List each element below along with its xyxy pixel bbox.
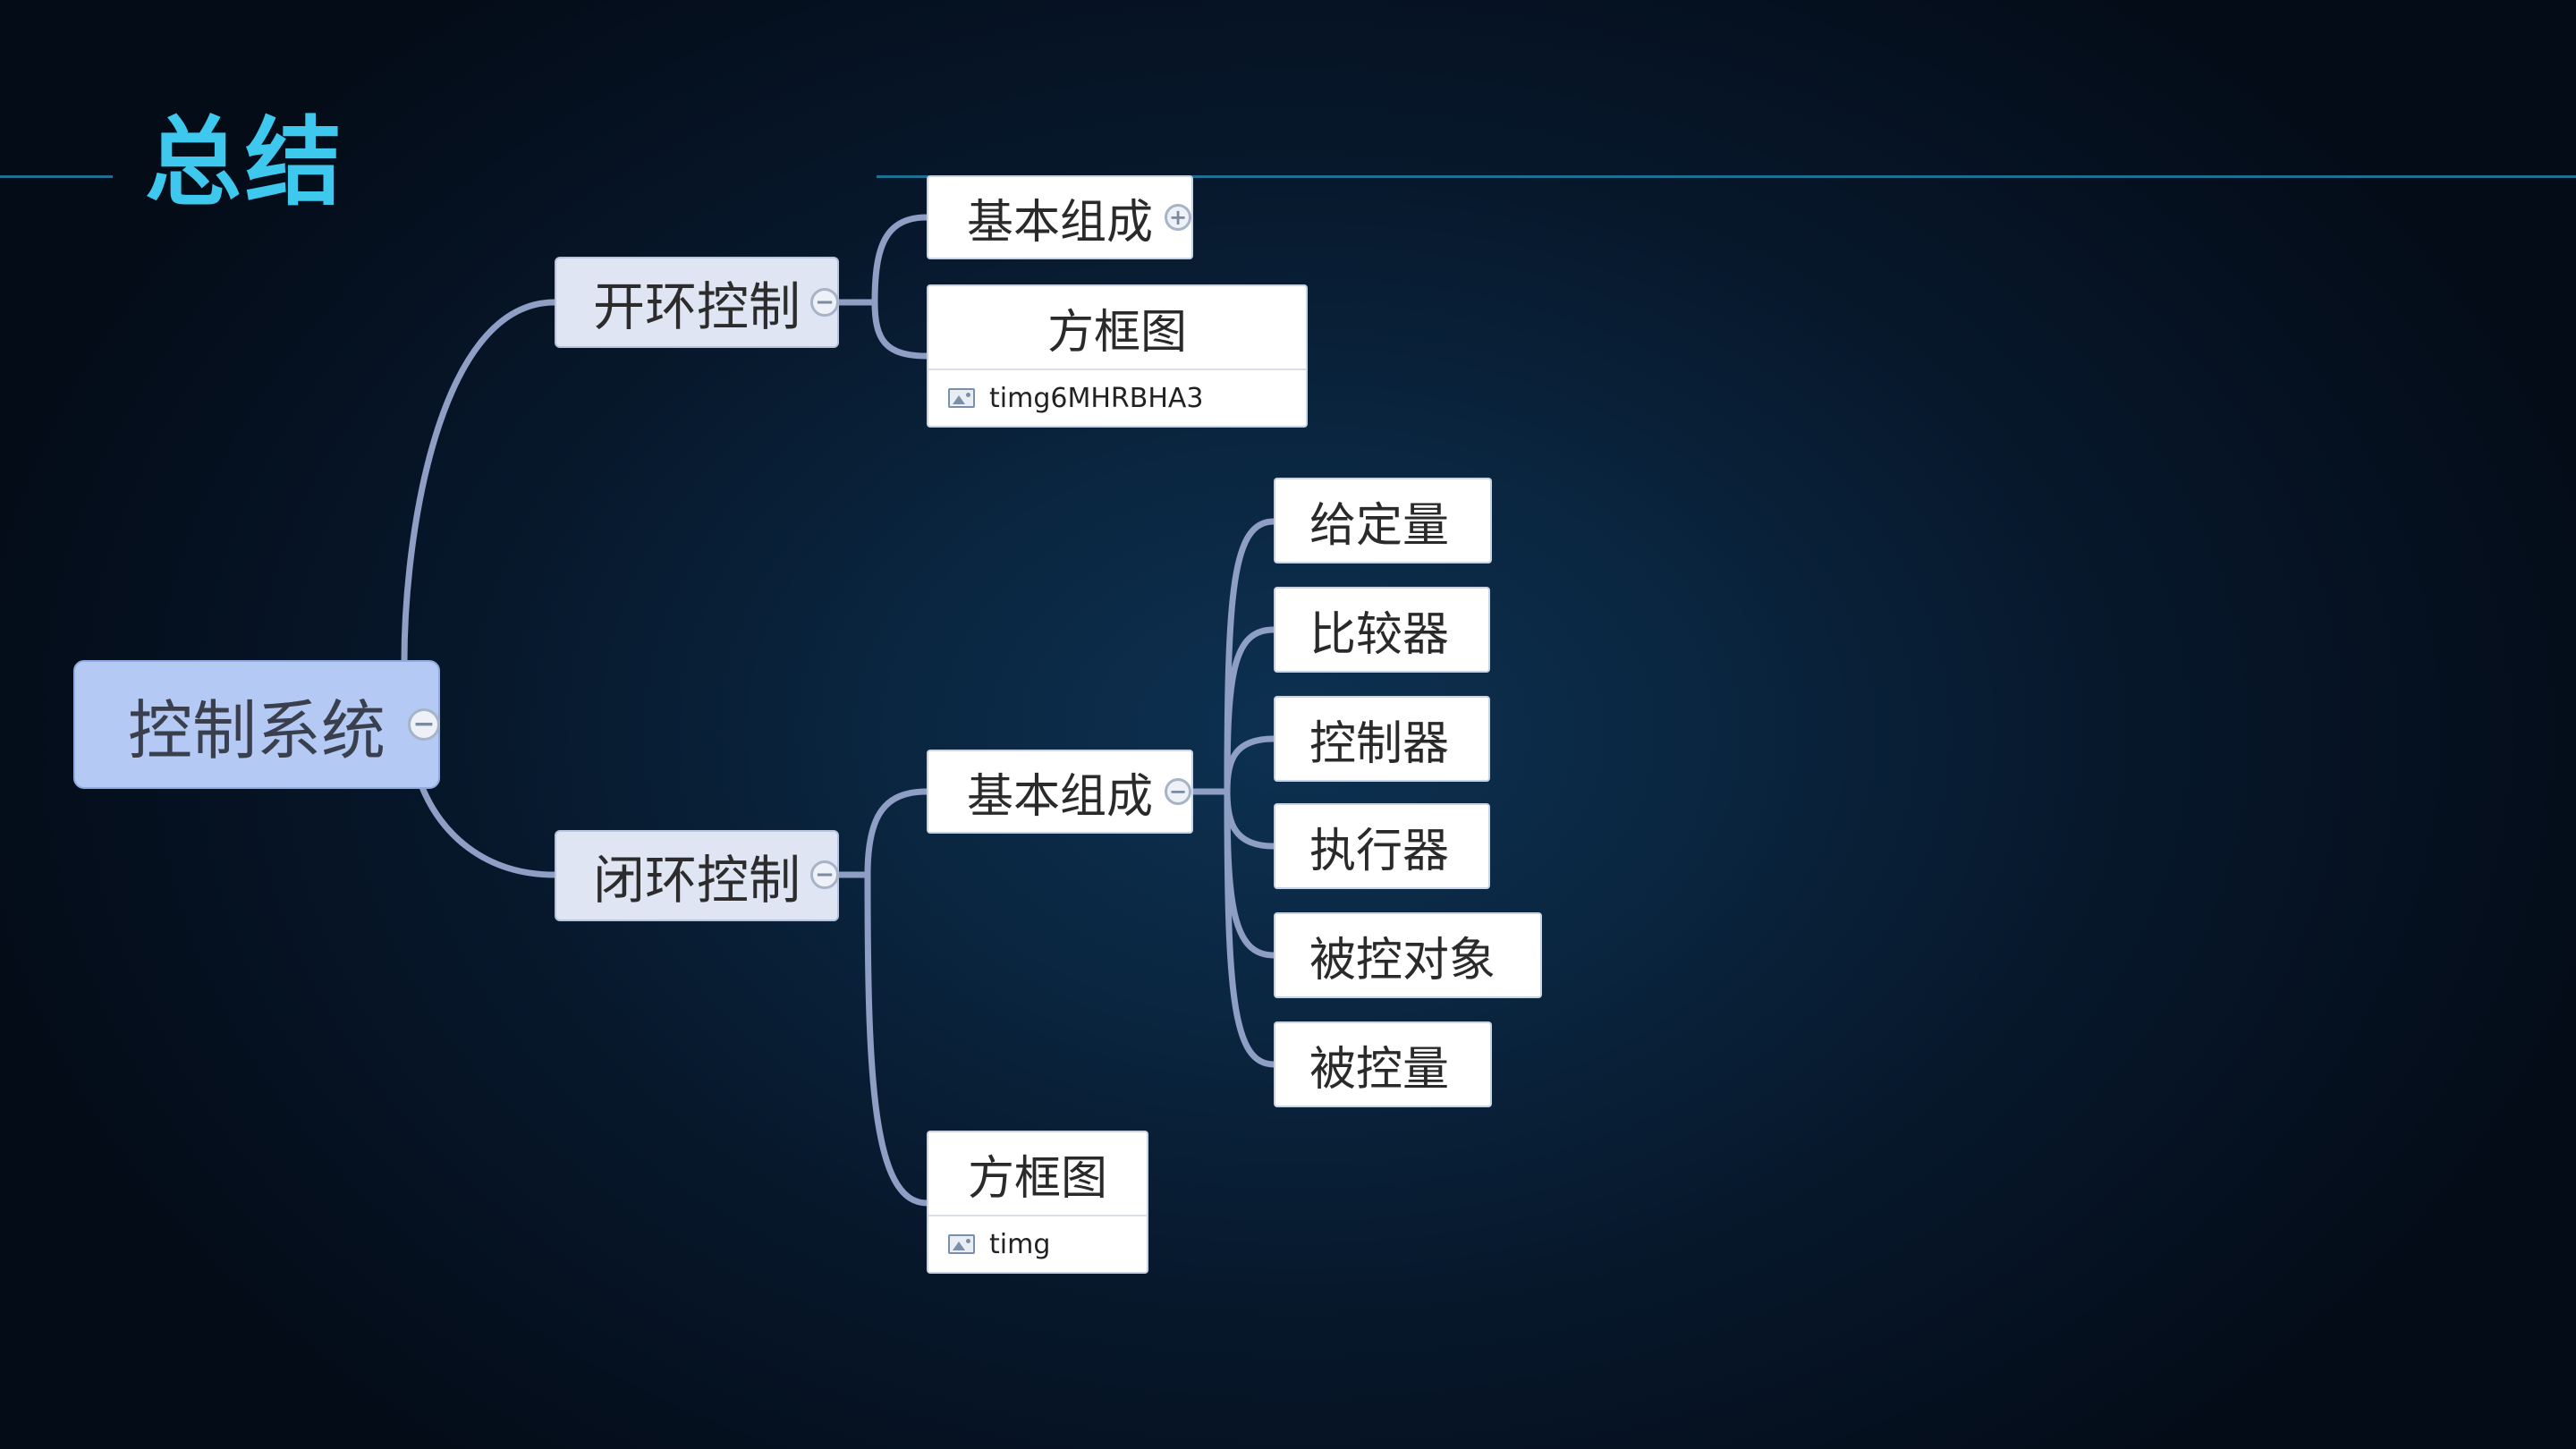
connector-open-loop-basic [871, 214, 930, 306]
open-loop-basic-expand-icon[interactable]: + [1165, 204, 1191, 231]
component-item-controller[interactable]: 控制器 [1274, 696, 1490, 782]
component-item-label: 控制器 [1309, 716, 1450, 771]
title-divider-right [877, 175, 2576, 178]
root-node-label: 控制系统 [127, 692, 386, 768]
closed-loop-label: 闭环控制 [592, 850, 801, 911]
connector-root-open-loop [401, 299, 558, 665]
open-loop-block-diagram-label: 方框图 [928, 286, 1306, 370]
open-loop-basic-components-label: 基本组成 [966, 195, 1153, 250]
open-loop-basic-components-node[interactable]: 基本组成 [927, 175, 1193, 259]
closed-loop-attachment-name: timg [989, 1228, 1051, 1260]
open-loop-attachment-name: timg6MHRBHA3 [989, 382, 1204, 414]
connector-basic-item-1 [1224, 626, 1277, 795]
closed-loop-basic-components-node[interactable]: 基本组成 [927, 750, 1193, 834]
component-item-label: 给定量 [1309, 498, 1450, 553]
closed-loop-basic-components-label: 基本组成 [966, 769, 1153, 824]
root-node-control-system[interactable]: 控制系统 [73, 660, 440, 789]
connector-basic-item-5 [1224, 788, 1277, 1068]
branch-node-open-loop[interactable]: 开环控制 [555, 257, 839, 348]
root-collapse-icon[interactable]: − [408, 708, 440, 741]
component-item-label: 执行器 [1309, 824, 1450, 878]
closed-loop-block-diagram-node[interactable]: 方框图 timg [927, 1131, 1148, 1274]
open-loop-collapse-icon[interactable]: − [810, 288, 839, 317]
component-item-setpoint[interactable]: 给定量 [1274, 478, 1492, 564]
closed-loop-collapse-icon[interactable]: − [810, 860, 839, 889]
component-item-label: 比较器 [1309, 607, 1450, 662]
component-item-comparator[interactable]: 比较器 [1274, 587, 1490, 673]
connector-closed-loop-diagram [864, 871, 930, 1207]
component-item-label: 被控量 [1309, 1042, 1450, 1097]
connector-basic-item-4 [1224, 788, 1277, 959]
component-item-actuator[interactable]: 执行器 [1274, 803, 1490, 889]
connector-open-loop-diagram [871, 299, 930, 360]
image-icon [948, 1234, 975, 1254]
component-item-label: 被控对象 [1309, 933, 1496, 987]
slide-title: 总结 [145, 107, 346, 219]
open-loop-label: 开环控制 [592, 276, 801, 337]
closed-loop-basic-collapse-icon[interactable]: − [1165, 778, 1191, 805]
component-item-controlled-variable[interactable]: 被控量 [1274, 1021, 1492, 1107]
open-loop-block-diagram-node[interactable]: 方框图 timg6MHRBHA3 [927, 284, 1308, 428]
image-icon [948, 388, 975, 408]
connector-basic-item-3 [1224, 788, 1277, 850]
open-loop-image-attachment[interactable]: timg6MHRBHA3 [928, 370, 1306, 426]
closed-loop-block-diagram-label: 方框图 [928, 1132, 1147, 1216]
connector-basic-item-2 [1224, 735, 1277, 795]
closed-loop-image-attachment[interactable]: timg [928, 1216, 1147, 1272]
connector-root-closed-loop [419, 784, 558, 878]
title-divider-left [0, 175, 113, 178]
component-item-controlled-object[interactable]: 被控对象 [1274, 912, 1542, 998]
connector-closed-loop-basic [864, 788, 930, 878]
branch-node-closed-loop[interactable]: 闭环控制 [555, 830, 839, 921]
